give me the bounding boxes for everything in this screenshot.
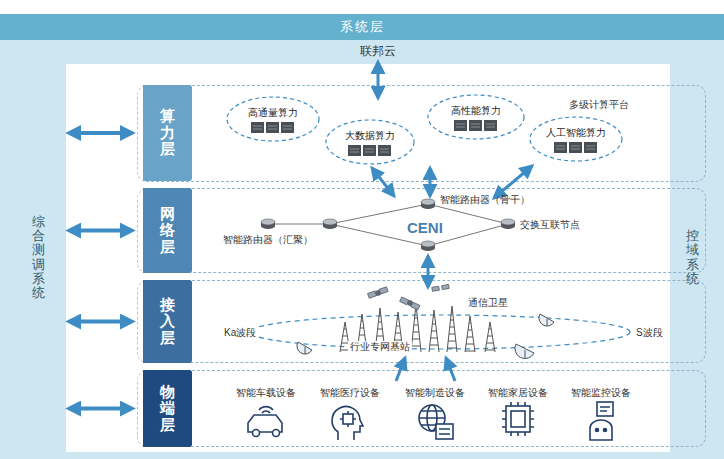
text-label: Ka波段 (222, 327, 258, 339)
layer-title: 接入层 (160, 297, 175, 347)
layer-panel (137, 370, 706, 447)
panel-title: 多级计算平台 (569, 98, 629, 112)
compute-cloud: 高性能算力 (426, 93, 526, 141)
layer-title: 物端层 (160, 384, 175, 434)
layer-label: 物端层 (137, 370, 192, 447)
cloud-title: 大数据算力 (345, 130, 395, 142)
system-band: 控域系统 (676, 60, 708, 455)
layer-title: 算力层 (160, 108, 175, 158)
text-label: CENI (407, 219, 443, 237)
text-label: 智能医疗设备 (320, 387, 380, 399)
compute-cloud: 大数据算力 (324, 118, 416, 166)
compute-cloud: 人工智能算力 (528, 115, 624, 163)
platform-panel: 多级计算平台高通量算力大数据算力 高性能算力人工智能算力 (137, 85, 706, 182)
double-arrow (70, 131, 131, 135)
band-title: 控域系统 (686, 229, 699, 286)
band-title: 综合测调系统 (32, 215, 45, 301)
layer-label: 算力层 (137, 85, 192, 181)
cloud-title: 人工智能算力 (546, 127, 606, 139)
compute-cloud: 高通量算力 (225, 95, 321, 143)
cloud-outline (324, 118, 416, 166)
dish-antennas (297, 314, 554, 359)
text-label: 智能路由器（汇聚） (223, 234, 313, 246)
satellites (368, 284, 450, 309)
double-arrow (70, 320, 131, 324)
text-label: 联邦云 (360, 44, 396, 59)
text-label: 智能制造设备 (405, 387, 465, 399)
text-label: 行业专网基站 (348, 341, 412, 353)
text-label: 智能路由器（骨干） (440, 194, 530, 206)
cloud-title: 高通量算力 (248, 107, 298, 119)
layer-label: 接入层 (137, 280, 192, 363)
double-arrow (70, 229, 131, 233)
text-label: 智能车载设备 (236, 387, 296, 399)
text-label: 交换互联节点 (520, 219, 580, 231)
text-label: S波段 (634, 327, 665, 339)
text-label: 智能家居设备 (488, 387, 548, 399)
cloud-title: 高性能算力 (451, 105, 501, 117)
layer-heading: 系统层 (0, 14, 724, 40)
text-label: 通信卫星 (468, 297, 508, 309)
base-station-towers (340, 304, 495, 352)
layer-label: 网络层 (137, 188, 192, 273)
cloud-outline (225, 95, 321, 143)
double-arrow (70, 407, 131, 411)
flow-arrows (372, 62, 532, 381)
layer-title: 网络层 (160, 206, 175, 256)
system-band: 综合测调系统 (10, 60, 66, 455)
device-icons (248, 402, 613, 440)
cloud-outline (528, 115, 624, 163)
coverage-orbit (250, 315, 630, 349)
text-label: 智能监控设备 (571, 387, 631, 399)
layer-panel (137, 280, 706, 363)
cloud-outline (426, 93, 526, 141)
